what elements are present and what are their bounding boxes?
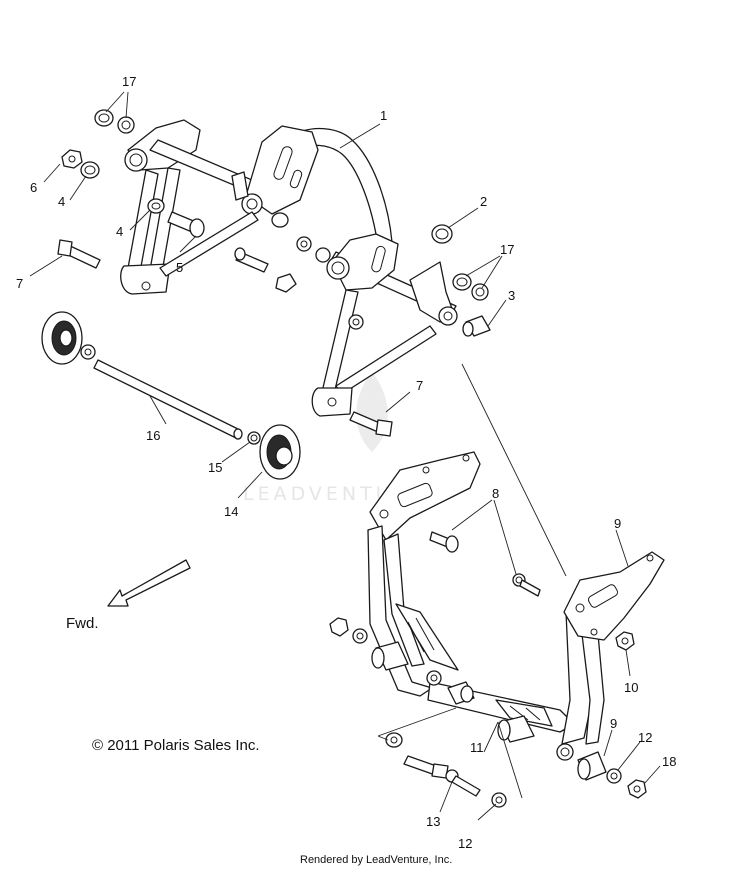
lower-hardware (329, 531, 647, 808)
watermark-text: LEADVENTURE (243, 483, 427, 505)
callout-labels: 17 1 2 17 3 6 4 4 5 7 7 16 15 14 8 9 10 … (16, 74, 676, 851)
forward-arrow: Fwd. (66, 559, 191, 632)
callout-5: 5 (176, 260, 183, 275)
callout-17-upper-left: 17 (122, 74, 136, 89)
callout-12-right: 12 (638, 730, 652, 745)
callout-8: 8 (492, 486, 499, 501)
callout-7-right: 7 (416, 378, 423, 393)
callout-7-left: 7 (16, 276, 23, 291)
callout-6: 6 (30, 180, 37, 195)
copyright-notice: © 2011 Polaris Sales Inc. (92, 737, 260, 754)
callout-12-bottom: 12 (458, 836, 472, 851)
callout-2: 2 (480, 194, 487, 209)
callout-18: 18 (662, 754, 676, 769)
callout-3: 3 (508, 288, 515, 303)
callout-4-lower: 4 (116, 224, 123, 239)
callout-4-upper: 4 (58, 194, 65, 209)
callout-9-upper: 9 (614, 516, 621, 531)
callout-10: 10 (624, 680, 638, 695)
idler-axle-assembly (41, 311, 301, 480)
callout-9-lower: 9 (610, 716, 617, 731)
callout-1: 1 (380, 108, 387, 123)
rear-scissor-arm (120, 119, 458, 417)
forward-label: Fwd. (66, 615, 99, 632)
callout-17-right: 17 (500, 242, 514, 257)
rendered-by-credit: Rendered by LeadVenture, Inc. (300, 854, 452, 866)
front-scissor-arm (367, 451, 665, 761)
callout-15: 15 (208, 460, 222, 475)
callout-16: 16 (146, 428, 160, 443)
callout-14: 14 (224, 504, 238, 519)
callout-11: 11 (470, 740, 484, 755)
leader-lines (29, 91, 661, 821)
upper-hardware (57, 109, 491, 437)
callout-13: 13 (426, 814, 440, 829)
leadventure-watermark: LEADVENTURE (243, 372, 427, 505)
